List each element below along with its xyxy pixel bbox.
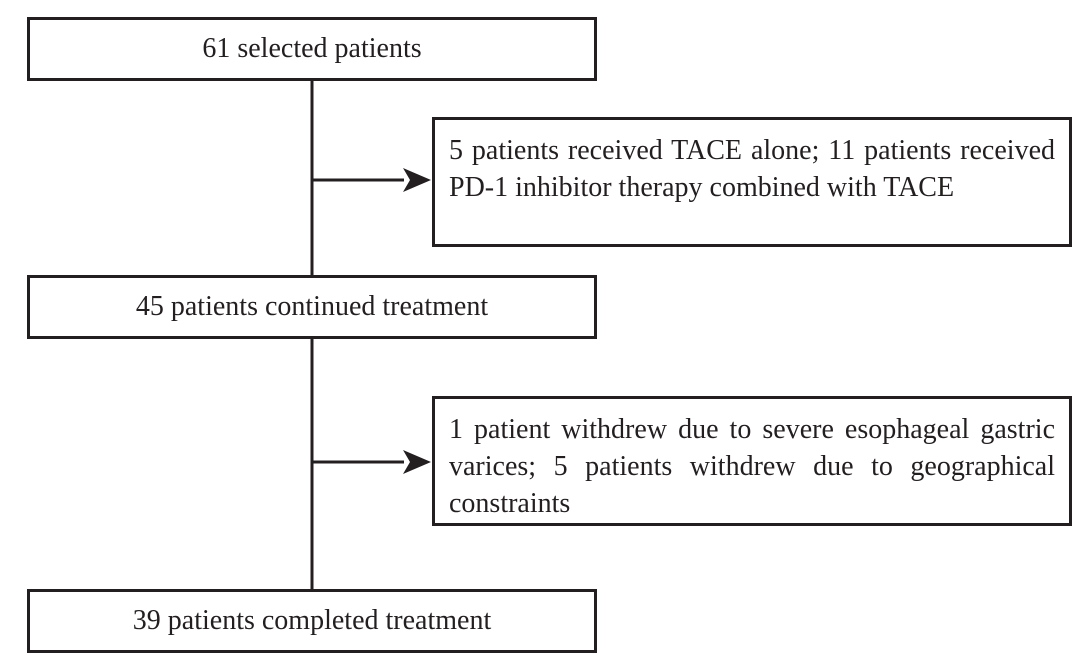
exclusion-box-1: 5 patients received TACE alone; 11 patie… (432, 117, 1072, 247)
arrowhead-exclusion-1 (403, 168, 431, 192)
completed-treatment-text: 39 patients completed treatment (132, 605, 492, 636)
selected-patients-box: 61 selected patients (27, 17, 597, 81)
continued-treatment-text: 45 patients continued treatment (135, 291, 489, 322)
completed-treatment-box: 39 patients completed treatment (27, 589, 597, 653)
exclusion-2-text: 1 patient withdrew due to severe esophag… (449, 414, 1055, 519)
arrowhead-exclusion-2 (403, 450, 431, 474)
exclusion-1-text: 5 patients received TACE alone; 11 patie… (449, 135, 1055, 203)
continued-treatment-box: 45 patients continued treatment (27, 275, 597, 339)
exclusion-box-2: 1 patient withdrew due to severe esophag… (432, 396, 1072, 526)
selected-patients-text: 61 selected patients (202, 33, 422, 64)
